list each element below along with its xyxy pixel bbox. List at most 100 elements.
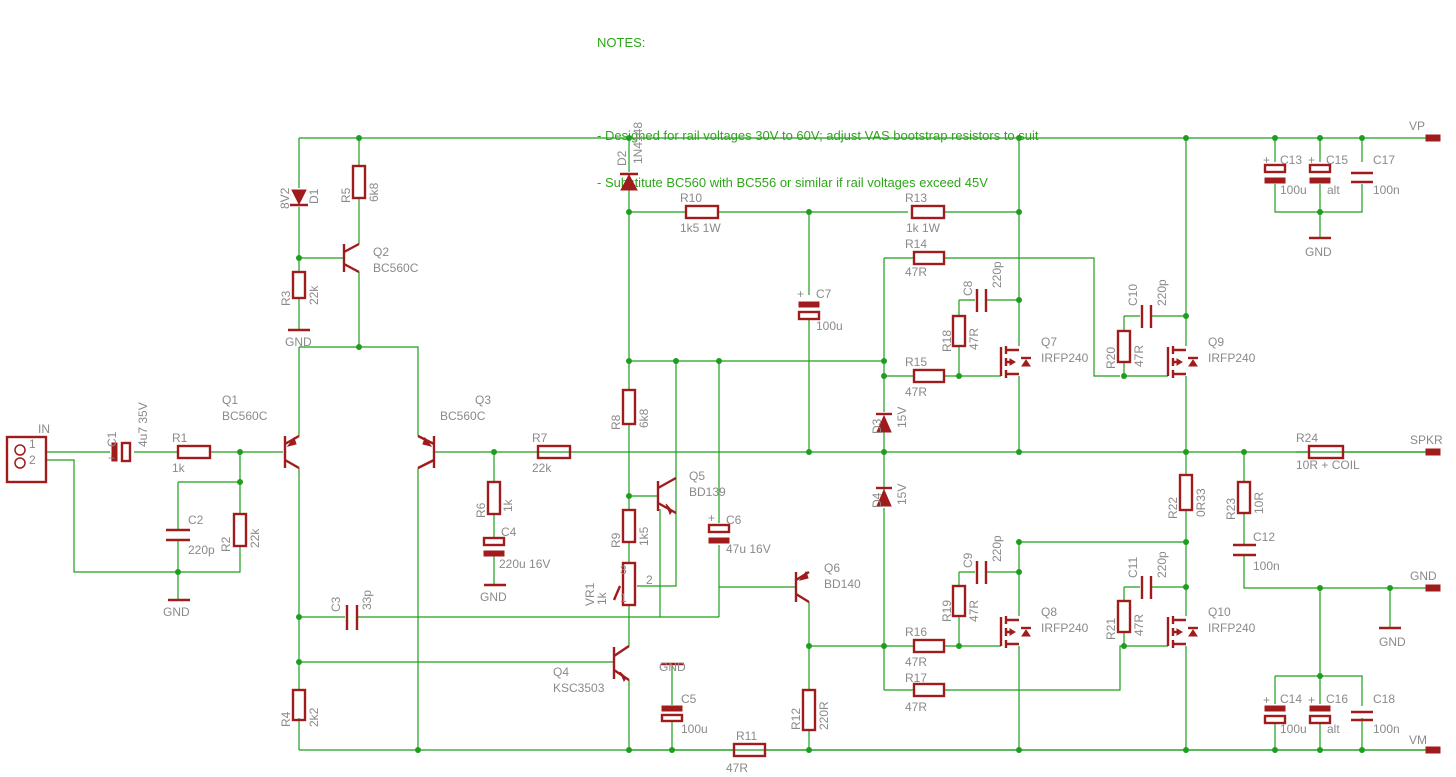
- c11-name: C11: [1126, 557, 1140, 578]
- r9-value: 1k5: [637, 526, 651, 546]
- mosfet-q9: Q9 IRFP240: [1166, 335, 1256, 378]
- resistor-r8: R8 6k8: [609, 388, 651, 430]
- r11-value: 47R: [726, 761, 748, 775]
- c12-name: C12: [1253, 530, 1275, 544]
- d1-name: D1: [307, 188, 321, 204]
- resistor-r3: R3 22k GND: [279, 270, 321, 349]
- gnd-symbol: GND: [163, 598, 190, 619]
- resistor-r21: R21 47R: [1104, 599, 1146, 640]
- c1-name: C1: [105, 431, 119, 447]
- d1-value: 8V2: [278, 187, 292, 209]
- capacitor-c7: + C7 100u: [797, 287, 843, 333]
- svg-text:+: +: [708, 511, 715, 525]
- capacitor-c17: C17 100n: [1351, 153, 1400, 197]
- trimmer-vr1: 3 2 1 VR1 1k: [583, 561, 653, 607]
- c4-name: C4: [501, 525, 517, 539]
- resistor-r23: R23 10R: [1224, 480, 1266, 520]
- c9-value: 220p: [990, 535, 1004, 562]
- gnd-port-label: GND: [1410, 569, 1437, 583]
- c11-value: 220p: [1155, 551, 1169, 578]
- resistor-r2: R2 22k: [219, 512, 262, 552]
- resistor-r24: R24 10R + COIL: [1296, 431, 1360, 472]
- capacitor-c6: + C6 47u 16V: [707, 511, 771, 556]
- c15-name: C15: [1326, 153, 1348, 167]
- c16-name: C16: [1326, 692, 1348, 706]
- junction-dots: [175, 135, 1393, 753]
- r10-name: R10: [680, 191, 702, 205]
- r4-name: R4: [279, 711, 293, 727]
- r19-value: 47R: [967, 600, 981, 622]
- r14-value: 47R: [905, 265, 927, 279]
- c6-value: 47u 16V: [726, 542, 771, 556]
- capacitor-c9: C9 220p: [961, 535, 1004, 584]
- capacitor-c14: + C14 100u: [1263, 692, 1307, 736]
- r12-value: 220R: [817, 701, 831, 730]
- q5-name: Q5: [689, 469, 705, 483]
- zener-d1: 8V2 D1: [278, 187, 321, 209]
- capacitor-c3: C3 33p: [329, 590, 374, 630]
- resistor-r22: R22 0R33: [1166, 473, 1208, 519]
- svg-text:1: 1: [620, 591, 627, 605]
- port-gnd: GND: [1410, 569, 1441, 592]
- gnd-label-2: GND: [285, 335, 312, 349]
- c5-name: C5: [681, 692, 697, 706]
- capacitor-c10: C10 220p: [1126, 279, 1169, 328]
- capacitor-c8: C8 220p: [961, 261, 1004, 312]
- capacitor-c16: + C16 alt: [1308, 692, 1348, 736]
- r2-name: R2: [219, 536, 233, 552]
- c16-value: alt: [1327, 722, 1340, 736]
- d2-value: 1N4148: [631, 122, 645, 164]
- zener-d4: D4 15V: [870, 484, 909, 508]
- capacitor-c5: GND C5 100u: [659, 660, 708, 736]
- resistor-r11: R11 47R: [726, 729, 767, 775]
- q2-name: Q2: [373, 245, 389, 259]
- q8-value: IRFP240: [1041, 621, 1089, 635]
- d3-value: 15V: [895, 407, 909, 428]
- design-notes: NOTES: - Designed for rail voltages 30V …: [597, 4, 1039, 206]
- zener-d3: D3 15V: [870, 407, 909, 434]
- gnd-label-5: GND: [1379, 635, 1406, 649]
- d2-name: D2: [615, 150, 629, 166]
- q1-name: Q1: [222, 393, 238, 407]
- c10-name: C10: [1126, 284, 1140, 306]
- r15-name: R15: [905, 355, 927, 369]
- r24-value: 10R + COIL: [1296, 458, 1360, 472]
- r3-value: 22k: [307, 285, 321, 305]
- capacitor-c18: C18 100n: [1351, 692, 1400, 736]
- c14-name: C14: [1280, 692, 1302, 706]
- r19-name: R19: [940, 600, 954, 622]
- c7-name: C7: [816, 287, 832, 301]
- capacitor-c1: + C1 4u7 35V: [105, 402, 150, 465]
- resistor-r5: R5 6k8: [339, 164, 381, 203]
- q6-value: BD140: [824, 577, 861, 591]
- r6-value: 1k: [501, 498, 515, 512]
- transistor-q3: Q3 BC560C: [417, 393, 491, 470]
- d3-name: D3: [870, 418, 884, 434]
- r24-name: R24: [1296, 431, 1318, 445]
- r23-name: R23: [1224, 498, 1238, 520]
- d4-name: D4: [870, 492, 884, 508]
- wires: [46, 137, 1426, 751]
- r11-name: R11: [736, 729, 757, 743]
- r22-name: R22: [1166, 497, 1180, 519]
- d4-value: 15V: [895, 484, 909, 505]
- r17-value: 47R: [905, 700, 927, 714]
- resistor-r20: R20 47R: [1104, 329, 1146, 369]
- c15-value: alt: [1327, 183, 1340, 197]
- q9-name: Q9: [1208, 335, 1224, 349]
- gnd-label-1: GND: [163, 605, 190, 619]
- resistor-r6: R6 1k: [474, 480, 515, 518]
- gnd-label-6: GND: [1305, 245, 1332, 259]
- r13-value: 1k 1W: [906, 221, 941, 235]
- resistor-r15: R15 47R: [905, 355, 946, 399]
- c13-name: C13: [1280, 153, 1302, 167]
- r16-value: 47R: [905, 655, 927, 669]
- r7-value: 22k: [532, 461, 552, 475]
- c14-value: 100u: [1280, 722, 1307, 736]
- notes-title: NOTES:: [597, 35, 646, 50]
- q10-value: IRFP240: [1208, 621, 1256, 635]
- r18-value: 47R: [967, 328, 981, 350]
- c17-value: 100n: [1373, 183, 1400, 197]
- r21-value: 47R: [1132, 614, 1146, 636]
- gnd-label-3: GND: [480, 590, 507, 604]
